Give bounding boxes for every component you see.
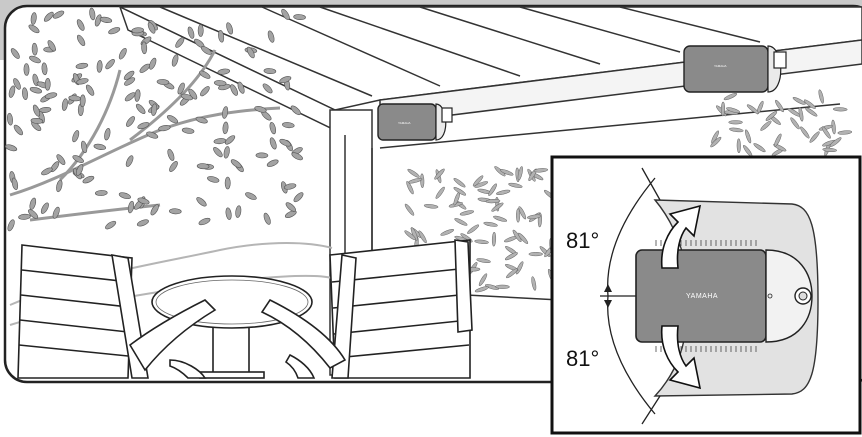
leaf <box>729 121 743 125</box>
leaf <box>80 95 86 107</box>
leaf <box>24 63 29 75</box>
leaf <box>721 102 725 116</box>
ceiling-speaker-right: YAMAHA <box>684 46 786 92</box>
leaf <box>45 78 50 90</box>
leaf <box>225 177 230 189</box>
leaf <box>737 139 741 153</box>
leaf <box>141 42 147 54</box>
leaf <box>198 25 203 37</box>
svg-text:YAMAHA: YAMAHA <box>398 121 410 125</box>
leaf <box>197 163 209 169</box>
leaf <box>32 43 38 55</box>
speaker-angle-inset: YAMAHA 81° 81° <box>552 157 860 433</box>
leaf <box>495 285 509 289</box>
upper-angle-label: 81° <box>566 228 599 253</box>
leaf <box>516 208 520 222</box>
leaf <box>95 190 107 196</box>
leaf <box>833 107 847 111</box>
leaf <box>256 153 268 158</box>
leaf <box>529 252 543 256</box>
leaf <box>169 208 181 214</box>
speaker-brand: YAMAHA <box>686 293 718 300</box>
lower-angle-label: 81° <box>566 346 599 371</box>
leaf <box>492 232 496 246</box>
ceiling-speaker-left: YAMAHA <box>378 104 452 140</box>
svg-text:YAMAHA: YAMAHA <box>714 64 726 68</box>
